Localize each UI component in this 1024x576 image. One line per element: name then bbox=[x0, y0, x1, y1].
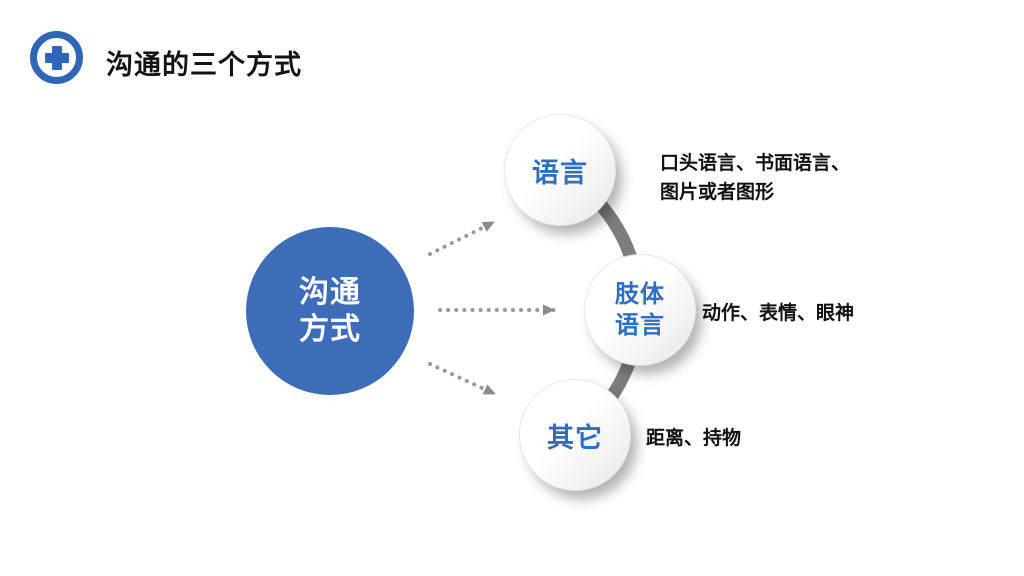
node-circle-body-language: 肢体 语言 bbox=[585, 255, 695, 365]
hub-label-line1: 沟通 bbox=[299, 275, 361, 309]
dotted-arrow-top bbox=[428, 220, 496, 256]
node-label-body-language: 肢体 语言 bbox=[615, 279, 665, 341]
node-label-other: 其它 bbox=[547, 422, 603, 453]
node-circle-language: 语言 bbox=[505, 115, 615, 225]
node-label-body-line1: 肢体 bbox=[615, 280, 665, 308]
desc-other: 距离、持物 bbox=[646, 428, 742, 449]
hub-circle: 沟通 方式 bbox=[246, 227, 414, 395]
desc-body-language: 动作、表情、眼神 bbox=[702, 303, 855, 324]
node-circle-other: 其它 bbox=[520, 380, 630, 490]
desc-language-line1: 口头语言、书面语言、 bbox=[660, 153, 851, 174]
desc-language-line2: 图片或者图形 bbox=[660, 182, 775, 204]
slide-title: 沟通的三个方式 bbox=[106, 50, 302, 80]
logo bbox=[30, 31, 83, 84]
desc-language: 口头语言、书面语言、 图片或者图形 bbox=[660, 149, 850, 208]
medical-cross-icon bbox=[44, 45, 69, 70]
dotted-arrow-bottom bbox=[428, 362, 497, 396]
hub-label-line2: 方式 bbox=[299, 313, 361, 346]
node-label-body-line2: 语言 bbox=[615, 312, 665, 339]
hub-label: 沟通 方式 bbox=[299, 274, 361, 349]
node-label-language: 语言 bbox=[532, 157, 588, 188]
